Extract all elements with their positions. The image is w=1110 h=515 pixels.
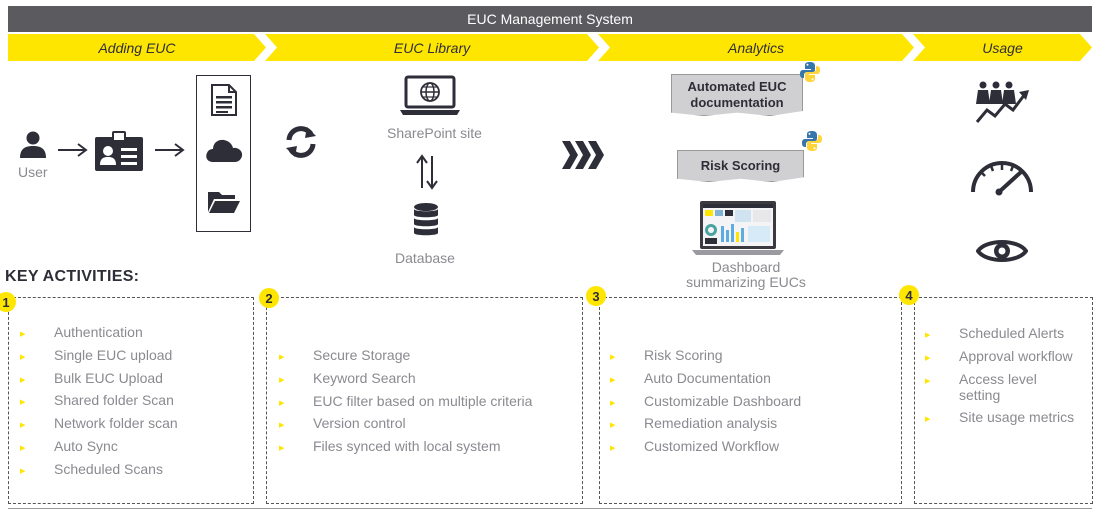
phase-label: Analytics bbox=[727, 39, 785, 56]
list-item: Files synced with local system bbox=[279, 438, 532, 457]
list-item: Customized Workflow bbox=[610, 438, 801, 457]
activity-box-3 bbox=[599, 297, 902, 504]
list-item: Scheduled Alerts bbox=[925, 325, 1091, 344]
list-item: Auto Documentation bbox=[610, 370, 801, 389]
user-icon bbox=[20, 131, 46, 158]
users-growth-icon bbox=[975, 81, 1029, 123]
system-title: EUC Management System bbox=[8, 6, 1092, 32]
activity-list-4: Scheduled Alerts Approval workflow Acces… bbox=[925, 325, 1091, 432]
list-item: Risk Scoring bbox=[610, 347, 801, 366]
python-icon bbox=[800, 62, 820, 82]
list-item: Bulk EUC Upload bbox=[20, 370, 178, 389]
list-item: Site usage metrics bbox=[925, 409, 1091, 428]
dashboard-label: Dashboard summarizing EUCs bbox=[686, 259, 806, 290]
list-item: Auto Sync bbox=[20, 438, 178, 457]
list-item: Version control bbox=[279, 415, 532, 434]
document-icon bbox=[211, 84, 237, 116]
risk-scoring-label: Risk Scoring bbox=[700, 158, 781, 173]
activity-badge: 4 bbox=[899, 285, 919, 305]
arrow-right-icon bbox=[155, 143, 185, 157]
list-item: Remediation analysis bbox=[610, 415, 801, 434]
python-icon bbox=[802, 131, 822, 151]
list-item: Secure Storage bbox=[279, 347, 532, 366]
database-label: Database bbox=[395, 250, 455, 266]
list-item: Approval workflow bbox=[925, 348, 1091, 367]
speedometer-icon bbox=[971, 161, 1033, 196]
list-item: Scheduled Scans bbox=[20, 461, 178, 480]
phase-label: Usage bbox=[982, 39, 1023, 56]
activity-box-4 bbox=[914, 297, 1093, 504]
phase-label: EUC Library bbox=[393, 39, 471, 56]
phase-label: Adding EUC bbox=[98, 39, 176, 56]
phase-adding-euc: Adding EUC bbox=[8, 34, 266, 61]
list-item: EUC filter based on multiple criteria bbox=[279, 393, 532, 412]
activity-list-3: Risk Scoring Auto Documentation Customiz… bbox=[610, 347, 801, 461]
user-label: User bbox=[18, 164, 48, 180]
automated-doc-shape: Automated EUC documentation bbox=[671, 74, 803, 116]
list-item: Shared folder Scan bbox=[20, 392, 178, 411]
phase-usage: Usage bbox=[913, 34, 1092, 61]
activity-badge: 1 bbox=[0, 292, 16, 312]
cloud-icon bbox=[206, 139, 243, 162]
dashboard-laptop-icon bbox=[692, 201, 784, 255]
upload-sources-box bbox=[196, 75, 251, 232]
list-item: Authentication bbox=[20, 324, 178, 343]
activity-list-1: Authentication Single EUC upload Bulk EU… bbox=[20, 324, 178, 484]
list-item: Access level setting bbox=[925, 371, 1045, 403]
folder-open-icon bbox=[208, 192, 240, 213]
bottom-divider bbox=[8, 508, 1092, 509]
sync-arrows-vertical-icon bbox=[416, 154, 438, 190]
activity-badge: 3 bbox=[586, 286, 606, 306]
triple-chevron-icon bbox=[562, 141, 604, 169]
key-activities-title: KEY ACTIVITIES: bbox=[5, 268, 140, 285]
list-item: Single EUC upload bbox=[20, 347, 178, 366]
eye-icon bbox=[976, 240, 1028, 262]
activity-list-2: Secure Storage Keyword Search EUC filter… bbox=[279, 347, 532, 461]
activity-badge: 2 bbox=[259, 288, 279, 308]
sync-icon bbox=[286, 126, 316, 158]
id-card-icon bbox=[95, 131, 143, 171]
sharepoint-label: SharePoint site bbox=[387, 125, 482, 141]
list-item: Customizable Dashboard bbox=[610, 393, 801, 412]
activity-box-2 bbox=[266, 297, 583, 504]
list-item: Keyword Search bbox=[279, 370, 532, 389]
arrow-right-icon bbox=[58, 143, 88, 157]
activity-box-1 bbox=[8, 297, 254, 504]
database-icon bbox=[414, 203, 438, 236]
list-item: Network folder scan bbox=[20, 415, 178, 434]
laptop-globe-icon bbox=[400, 75, 460, 115]
phase-euc-library: EUC Library bbox=[265, 34, 599, 61]
automated-doc-label: Automated EUC documentation bbox=[687, 79, 787, 110]
risk-scoring-shape: Risk Scoring bbox=[677, 150, 804, 182]
phase-analytics: Analytics bbox=[598, 34, 914, 61]
